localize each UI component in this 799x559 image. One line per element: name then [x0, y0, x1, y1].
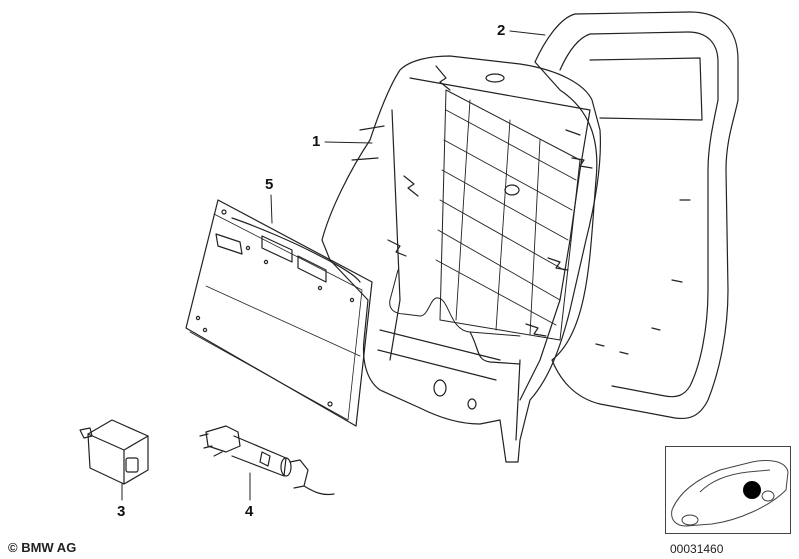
leader-lines	[121, 30, 546, 501]
callout-2: 2	[497, 22, 506, 39]
copyright-text: © BMW AG	[8, 540, 77, 555]
rear-panel-cover	[185, 199, 373, 427]
diagram-reference-number: 00031460	[670, 542, 724, 556]
callout-5: 5	[265, 176, 274, 193]
backrest-cushion	[534, 11, 739, 420]
location-marker-icon	[743, 481, 761, 499]
callout-4: 4	[245, 503, 254, 520]
callout-1: 1	[312, 133, 321, 150]
callout-3: 3	[117, 503, 126, 520]
control-unit	[79, 419, 149, 485]
backrest-frame	[321, 55, 601, 463]
vehicle-thumbnail	[665, 446, 791, 534]
drive-motor	[199, 425, 335, 496]
